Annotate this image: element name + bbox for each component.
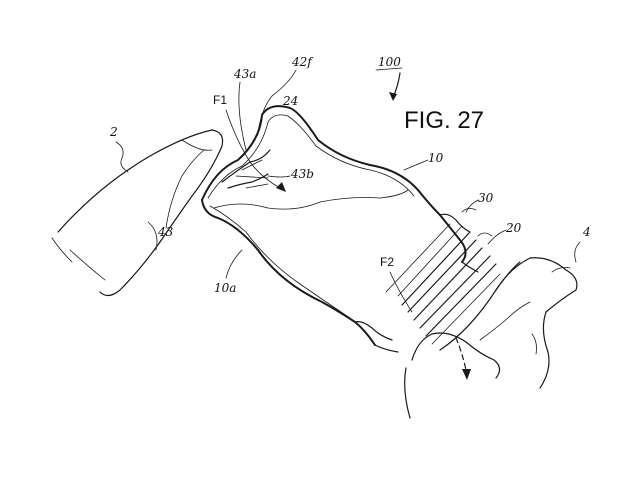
leader-body-lower bbox=[225, 249, 243, 279]
label-valve-tip: 42f bbox=[291, 55, 314, 69]
label-collar-upper: 30 bbox=[478, 191, 494, 205]
leader-valve-b bbox=[267, 175, 291, 178]
label-hand: 2 bbox=[109, 125, 118, 139]
force-2-line bbox=[389, 271, 413, 313]
leader-mouth bbox=[574, 241, 581, 263]
force-1-line bbox=[225, 109, 281, 189]
flow-arrow bbox=[455, 337, 467, 371]
figure-number-underline bbox=[375, 67, 403, 71]
leader-collar bbox=[487, 229, 507, 245]
mouth-drawing bbox=[404, 257, 578, 419]
label-valve: 43 bbox=[157, 225, 174, 239]
figure-number-label: 100 bbox=[378, 55, 401, 69]
leader-collar-upper bbox=[465, 199, 479, 213]
hand-drawing bbox=[51, 129, 224, 297]
label-force-1: F1 bbox=[213, 93, 227, 107]
flow-arrowhead bbox=[462, 369, 471, 380]
label-collar: 20 bbox=[505, 221, 522, 235]
collar-drawing bbox=[354, 208, 521, 353]
leader-body bbox=[403, 159, 429, 171]
leader-valve-tip bbox=[257, 69, 297, 133]
leader-valve bbox=[165, 149, 205, 229]
leader-hand bbox=[115, 141, 129, 173]
label-mouth: 4 bbox=[582, 225, 591, 239]
label-body: 10 bbox=[428, 151, 444, 165]
leader-valve-a bbox=[238, 81, 247, 151]
label-force-2: F2 bbox=[380, 255, 394, 269]
label-body-lower: 10a bbox=[214, 281, 236, 295]
figure-number-arrowhead bbox=[389, 92, 397, 101]
figure-title: FIG. 27 bbox=[404, 107, 484, 134]
label-valve-a: 43a bbox=[233, 67, 256, 81]
force-1-arrowhead bbox=[276, 182, 286, 192]
bottle-body bbox=[201, 105, 467, 346]
label-valve-b: 43b bbox=[290, 167, 314, 181]
label-rim: 24 bbox=[282, 94, 298, 108]
